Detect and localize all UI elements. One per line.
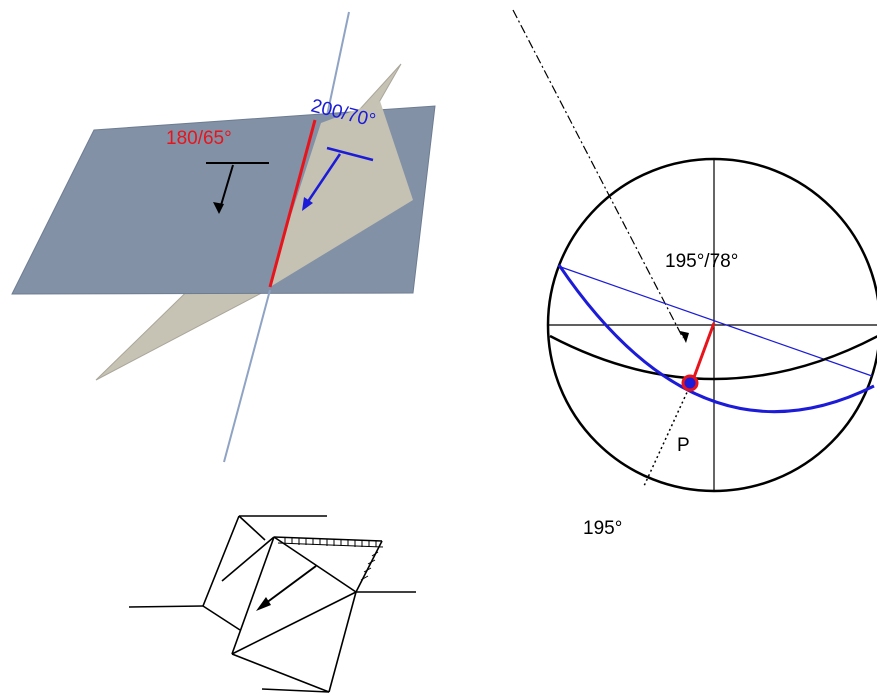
projection-dashdot-line	[512, 9, 684, 339]
intersection-line	[268, 119, 317, 288]
plane-b-dip-arrowhead	[302, 197, 313, 211]
intersection-orientation-label: 195°/78°	[665, 251, 738, 272]
sketch-line	[231, 536, 275, 655]
stereonet: 195°/78° P 195°	[512, 9, 877, 539]
sketch-arrow-shaft	[261, 565, 317, 607]
plane-a-label: 180/65°	[166, 128, 232, 149]
intersection-pole-line	[691, 322, 716, 381]
sketch-hatching	[284, 537, 379, 581]
plane-a-dip-arrowhead	[213, 202, 224, 214]
intersection-point-marker	[681, 374, 699, 392]
sketch-line	[328, 591, 357, 693]
sketch-hatch-edge	[277, 542, 384, 548]
point-p-label: P	[677, 435, 690, 456]
plane-b-dip-arrow	[303, 153, 342, 207]
sketch-line	[128, 605, 204, 608]
sketch-arrowhead	[256, 597, 271, 611]
sketch-line	[231, 591, 357, 655]
sketch-line	[202, 605, 241, 631]
block-sketch	[128, 515, 416, 693]
plane-b-strike-tick	[326, 146, 374, 162]
sketch-line	[273, 536, 383, 542]
trend-label: 195°	[583, 518, 622, 539]
plane-a-great-circle	[549, 334, 877, 381]
planes-3d-diagram: 180/65° 200/70°	[11, 11, 436, 463]
sketch-line	[355, 540, 383, 593]
sketch-line	[231, 653, 330, 693]
intersection-axis-lower	[223, 289, 271, 463]
sketch-line	[273, 536, 357, 593]
sketch-line	[261, 688, 330, 693]
plane-b-front-part	[270, 101, 413, 287]
plane-b-great-circle	[557, 264, 875, 414]
plane-b-strike-line	[557, 265, 873, 377]
sketch-line	[238, 515, 266, 541]
projection-arrowhead	[680, 331, 689, 343]
sketch-line	[221, 536, 275, 582]
sketch-line	[202, 515, 240, 607]
